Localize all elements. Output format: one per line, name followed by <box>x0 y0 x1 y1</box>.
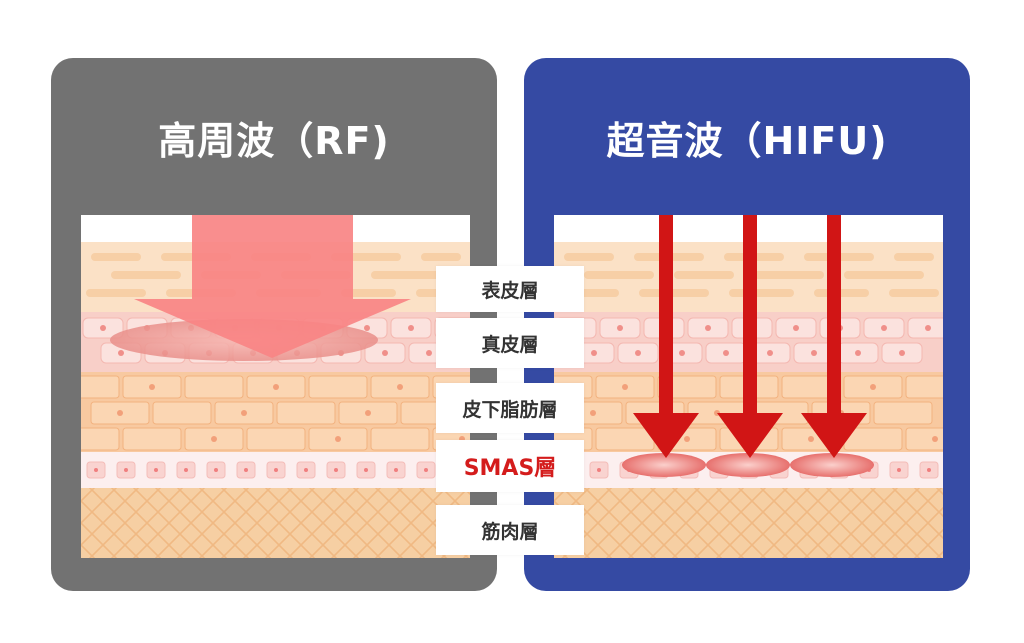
hifu-skin-diagram <box>554 215 943 558</box>
hifu-panel: 超音波（HIFU) <box>524 58 970 591</box>
muscle-layer <box>81 488 470 558</box>
rf-panel-title: 高周波（RF) <box>158 118 390 163</box>
muscle-layer <box>554 488 943 558</box>
hifu-skin-svg <box>554 215 943 558</box>
hifu-focal-point <box>790 453 874 477</box>
hifu-focal-points <box>622 453 874 477</box>
rf-heating-arrow-icon <box>134 215 411 358</box>
rf-skin-diagram <box>81 215 470 558</box>
hifu-panel-title: 超音波（HIFU) <box>606 118 888 163</box>
hifu-focused-beam-icon <box>633 215 867 458</box>
hifu-beam-arrow <box>801 215 867 458</box>
hifu-focal-point <box>706 453 790 477</box>
smas-layer <box>81 452 470 488</box>
subcutaneous-fat-layer <box>81 372 470 452</box>
rf-skin-svg <box>81 215 470 558</box>
hifu-beam-arrow <box>633 215 699 458</box>
hifu-focal-point <box>622 453 706 477</box>
hifu-beam-arrow <box>717 215 783 458</box>
rf-panel: 高周波（RF) <box>51 58 497 591</box>
